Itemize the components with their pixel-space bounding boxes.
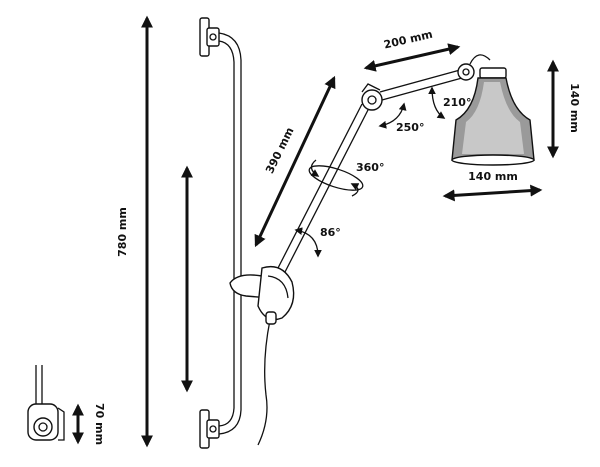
- arm-upper-label: 200 mm: [383, 28, 434, 52]
- rotation-360: 360°: [308, 159, 384, 197]
- arm-upper-dimension: 200 mm: [363, 28, 461, 72]
- shade-width-dimension: 140 mm: [442, 170, 543, 202]
- shade-width-label: 140 mm: [468, 170, 518, 183]
- rail-clamp: [229, 265, 295, 325]
- bracket-detail: [27, 365, 65, 441]
- lamp-shade: [451, 67, 535, 166]
- rot-360-label: 360°: [356, 161, 384, 174]
- wall-rail: [199, 17, 242, 449]
- shade-height-dimension: 140 mm: [547, 59, 581, 159]
- rot-250-label: 250°: [396, 121, 424, 134]
- shade-joint: [457, 54, 491, 81]
- rot-86-label: 86°: [320, 226, 341, 239]
- upper-arm: [379, 69, 463, 101]
- rotation-250: 250°: [378, 102, 424, 134]
- elbow-joint: [361, 83, 383, 111]
- shade-height-label: 140 mm: [568, 83, 581, 133]
- rot-210-label: 210°: [443, 96, 471, 109]
- bracket-height-dimension: 70 mm: [72, 403, 106, 445]
- power-cable: [257, 319, 271, 446]
- height-dimension: 780 mm: [116, 15, 153, 448]
- arm-lower-dimension: 390 mm: [254, 75, 336, 248]
- rotation-210: 210°: [428, 86, 471, 119]
- height-total-label: 780 mm: [116, 207, 129, 257]
- rotation-86: 86°: [294, 226, 341, 258]
- bracket-height-label: 70 mm: [93, 403, 106, 445]
